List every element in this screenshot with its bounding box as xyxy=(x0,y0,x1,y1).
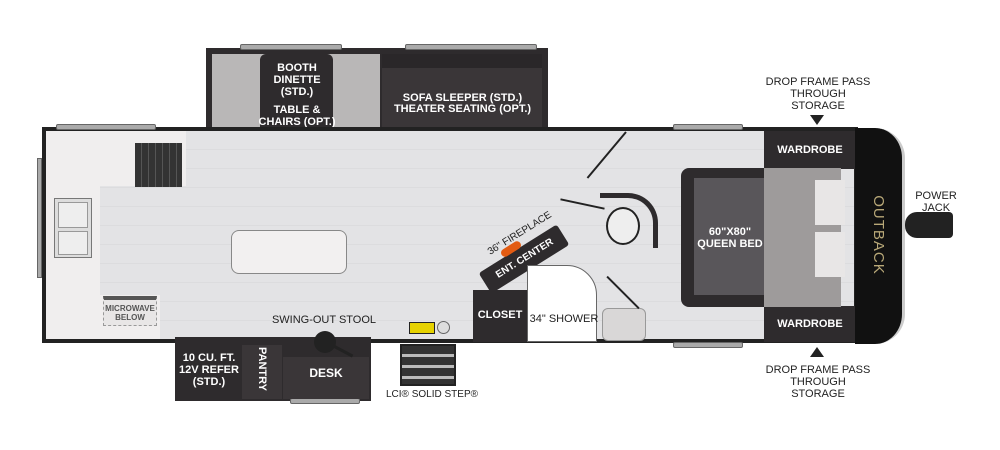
window xyxy=(673,124,743,130)
drop-frame-top-label: DROP FRAME PASS THROUGH STORAGE xyxy=(765,76,871,112)
arrow-down-icon xyxy=(810,115,824,125)
pantry xyxy=(242,345,282,399)
window xyxy=(405,44,537,50)
table-chairs-label: TABLE & CHAIRS (OPT.) xyxy=(258,104,336,128)
drop-frame-bottom-label: DROP FRAME PASS THROUGH STORAGE xyxy=(765,364,871,400)
solid-step-label: LCI® SOLID STEP® xyxy=(386,389,478,400)
shower-label: 34" SHOWER xyxy=(529,313,599,325)
accessibility-icon xyxy=(437,321,450,334)
microwave xyxy=(103,296,157,326)
wardrobe-top xyxy=(764,131,856,169)
front-cap xyxy=(855,128,905,344)
brand-logo: OUTBACK xyxy=(870,195,887,275)
window xyxy=(240,44,342,50)
kitchen-island xyxy=(231,230,347,274)
swing-out-stool xyxy=(314,331,336,353)
dinette-table xyxy=(260,54,333,140)
sofa-label: SOFA SLEEPER (STD.) xyxy=(402,92,523,104)
bathroom-sink-icon xyxy=(602,308,646,341)
wardrobe-bottom-label: WARDROBE xyxy=(777,318,843,330)
refer-label: 10 CU. FT. 12V REFER (STD.) xyxy=(179,352,239,388)
stove-icon xyxy=(135,143,182,187)
wardrobe-bottom xyxy=(764,306,856,342)
closet-label: CLOSET xyxy=(477,309,523,321)
power-jack-label: POWER JACK xyxy=(915,190,957,214)
solid-step-logo xyxy=(409,322,435,334)
sink-icon xyxy=(54,198,92,258)
window xyxy=(673,342,743,348)
wardrobe-top-label: WARDROBE xyxy=(777,144,843,156)
swing-stool-label: SWING-OUT STOOL xyxy=(271,314,377,326)
pillow xyxy=(815,232,845,277)
power-jack-icon xyxy=(905,212,953,238)
pantry-label: PANTRY xyxy=(256,347,268,391)
shower xyxy=(527,265,597,342)
arrow-up-icon xyxy=(810,347,824,357)
bathroom-wall xyxy=(600,193,658,248)
booth-dinette-label: BOOTH DINETTE (STD.) xyxy=(273,62,321,98)
window xyxy=(56,124,156,130)
pillow xyxy=(815,180,845,225)
theater-label: THEATER SEATING (OPT.) xyxy=(393,103,532,115)
bed-mattress xyxy=(694,178,764,295)
microwave-label: MICROWAVE BELOW xyxy=(105,304,155,322)
desk-label: DESK xyxy=(309,366,343,380)
entry-steps xyxy=(400,344,456,386)
window xyxy=(37,158,42,278)
sofa xyxy=(382,54,542,136)
closet xyxy=(473,290,527,342)
queen-bed-label: 60"X80" QUEEN BED xyxy=(697,226,763,250)
desk xyxy=(283,357,369,399)
